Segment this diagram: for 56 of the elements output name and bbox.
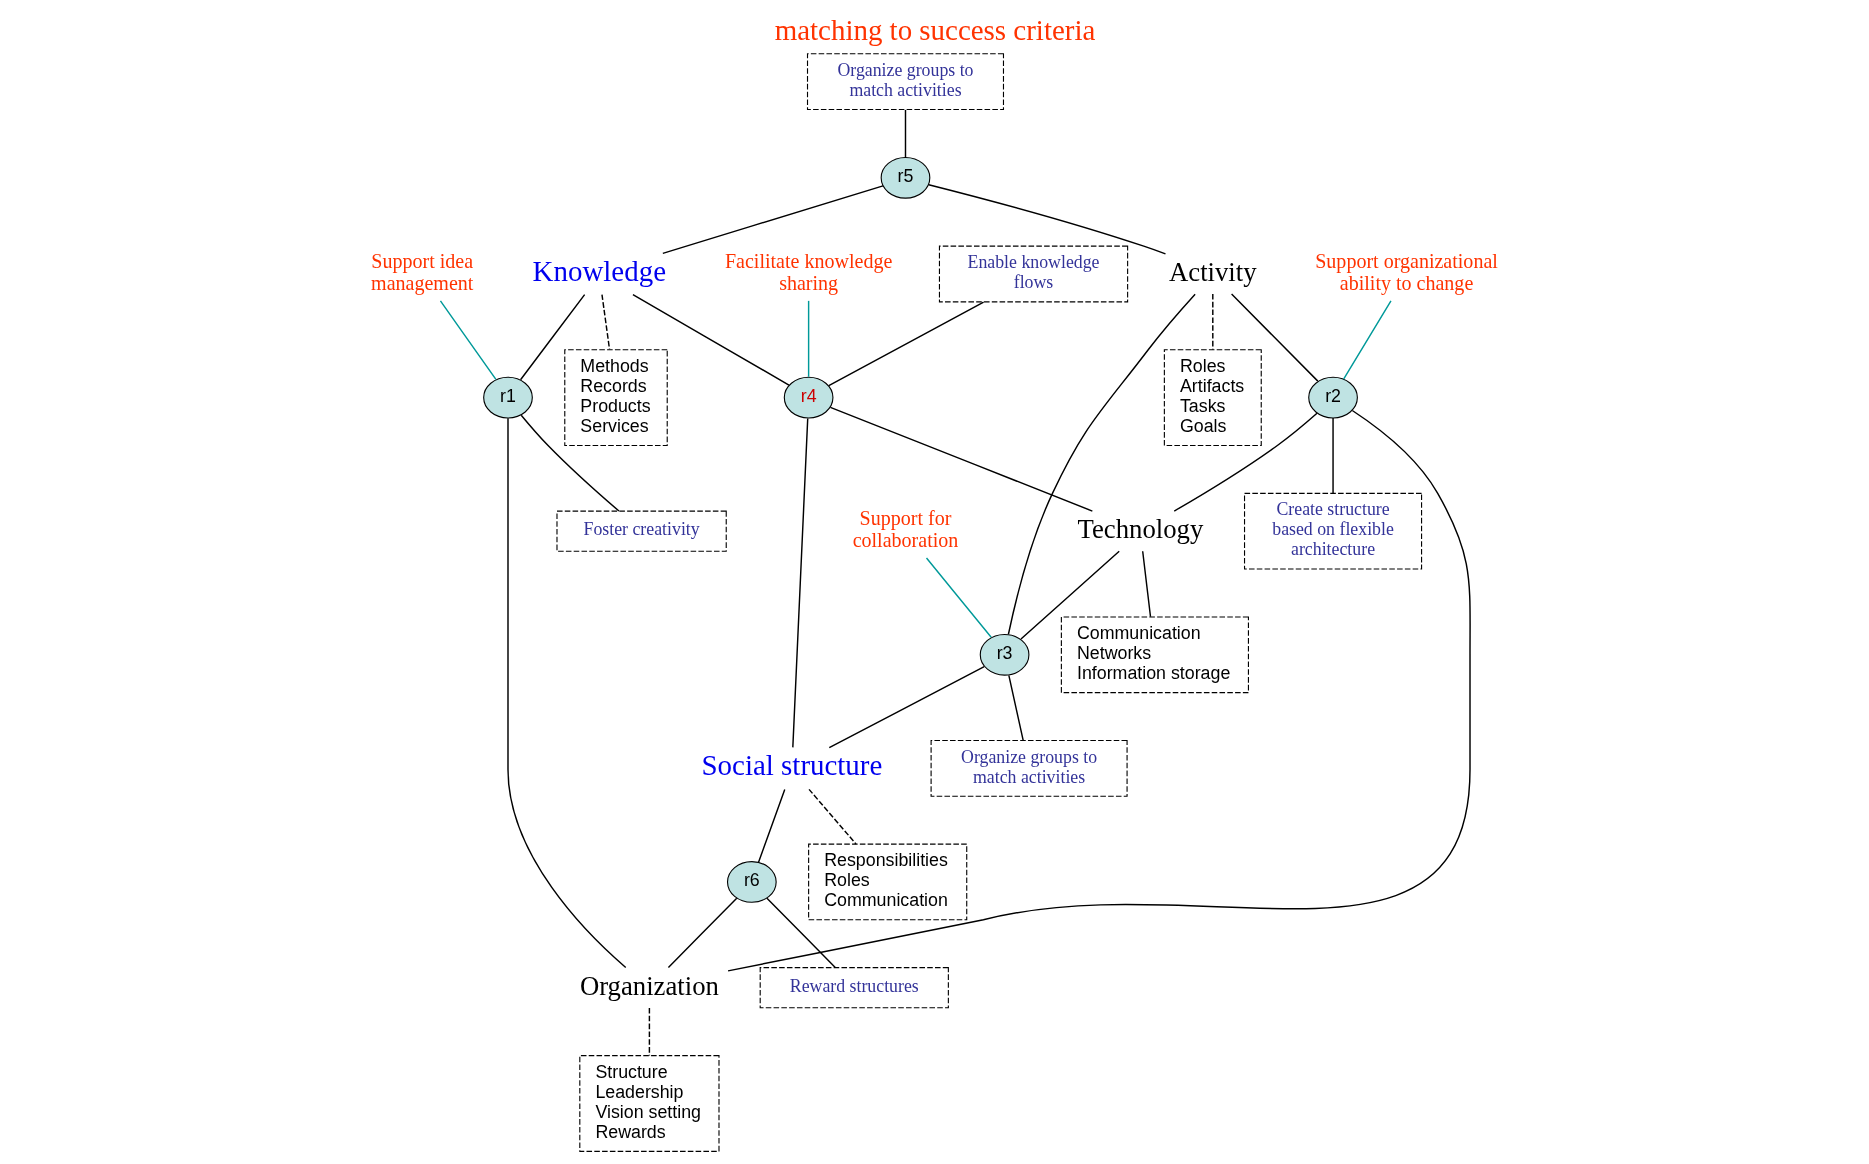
connector xyxy=(631,293,790,386)
connector xyxy=(1342,300,1392,380)
node-text: Technology xyxy=(1077,514,1203,545)
node-box: Organize groups to match activities xyxy=(806,53,1004,111)
connector xyxy=(1019,550,1120,640)
connector xyxy=(807,300,809,378)
connector xyxy=(519,293,585,381)
node-ellipse: r2 xyxy=(1307,376,1358,419)
connector xyxy=(1331,417,1334,494)
connector xyxy=(765,897,836,969)
node-box: Create structure based on flexible architecture xyxy=(1243,492,1422,570)
connector xyxy=(726,409,1471,972)
connector xyxy=(1007,293,1196,635)
node-text: Social structure xyxy=(701,749,882,782)
connector xyxy=(904,109,906,159)
connector xyxy=(506,417,626,969)
node-ellipse: r5 xyxy=(880,156,930,199)
node-box: Structure Leadership Vision setting Rewards xyxy=(578,1055,720,1152)
node-text: Support idea management xyxy=(370,249,473,295)
connector xyxy=(1173,412,1318,512)
node-text: Activity xyxy=(1168,256,1257,287)
connector xyxy=(807,788,857,845)
node-box: Responsibilities Roles Communication xyxy=(807,843,967,921)
node-text: Support organizational ability to change xyxy=(1314,249,1498,295)
node-text: Support for collaboration xyxy=(852,506,958,552)
node-ellipse: r3 xyxy=(979,633,1029,676)
connector xyxy=(927,184,1166,255)
connector xyxy=(827,301,984,387)
connector xyxy=(439,300,497,381)
node-box: Methods Records Products Services xyxy=(563,349,668,447)
connector xyxy=(1230,293,1319,382)
connector xyxy=(667,897,737,969)
connector xyxy=(757,788,785,863)
node-text: Knowledge xyxy=(532,255,666,288)
node-box: Foster creativity xyxy=(555,510,727,552)
connector xyxy=(829,406,1093,512)
connector xyxy=(925,557,992,638)
node-ellipse: r1 xyxy=(482,376,533,419)
connector xyxy=(1007,674,1024,741)
node-ellipse: r4 xyxy=(783,376,833,419)
connector xyxy=(1141,550,1151,618)
diagram-title: matching to success criteria xyxy=(774,14,1095,47)
node-box: Enable knowledge flows xyxy=(938,245,1128,303)
node-box: Organize groups to match activities xyxy=(930,740,1128,797)
connector xyxy=(520,414,620,512)
node-text: Organization xyxy=(579,970,719,1001)
connector xyxy=(648,1007,650,1057)
node-ellipse: r6 xyxy=(726,861,777,903)
node-box: Roles Artifacts Tasks Goals xyxy=(1163,349,1262,447)
node-text: Facilitate knowledge sharing xyxy=(724,249,892,295)
node-box: Reward structures xyxy=(759,967,949,1009)
connector xyxy=(791,417,808,749)
connector xyxy=(828,665,985,749)
node-box: Communication Networks Information storage xyxy=(1060,616,1249,694)
connector xyxy=(600,293,610,350)
connector xyxy=(661,185,884,255)
